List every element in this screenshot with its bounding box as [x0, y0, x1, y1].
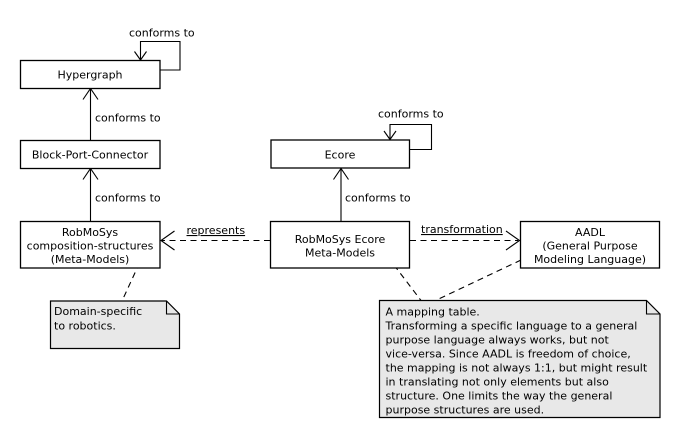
note-connector-mapping-right [435, 259, 522, 301]
note-domain-specific: Domain-specific to robotics. [49, 300, 181, 350]
note-connector-mapping-left [393, 264, 422, 301]
note-mapping-line2: Transforming a specific language to a ge… [385, 319, 638, 332]
node-ecore: Ecore [270, 139, 411, 169]
edge-bpc-to-hypergraph: conforms to [82, 87, 161, 141]
note-mapping-line4: vice-versa. Since AADL is freedom of cho… [386, 347, 631, 360]
note-mapping-line5: the mapping is not always 1:1, but might… [386, 361, 648, 374]
edge-label-transformation: transformation [421, 223, 503, 236]
node-block-port-connector-label: Block-Port-Connector [32, 149, 149, 162]
node-robmosys-composition-line2: composition-structures [27, 239, 154, 252]
node-robmosys-composition-box [19, 220, 161, 269]
note-mapping-line1: A mapping table. [386, 305, 480, 318]
node-ecore-label: Ecore [325, 149, 356, 162]
note-domain-specific-line1: Domain-specific [54, 305, 142, 318]
node-hypergraph-label: Hypergraph [57, 69, 122, 82]
node-aadl: AADL (General Purpose Modeling Language) [519, 220, 661, 269]
note-connector-domain [121, 262, 140, 302]
arrowhead-left-icon [160, 230, 175, 251]
node-aadl-line2: (General Purpose [542, 239, 638, 252]
note-fold-icon [165, 301, 180, 315]
node-robmosys-ecore: RobMoSys Ecore Meta-Models [269, 220, 411, 269]
edge-comp-to-bpc: conforms to [82, 167, 161, 222]
edge-label-conforms-to: conforms to [95, 112, 161, 125]
node-robmosys-ecore-line1: RobMoSys Ecore [295, 233, 386, 246]
edge-hypergraph-self-line [139, 40, 181, 71]
node-hypergraph: Hypergraph [19, 59, 161, 90]
arrowhead-right-icon [505, 230, 521, 251]
edge-hypergraph-self: conforms to [129, 27, 195, 71]
note-mapping-table-shape [378, 299, 661, 419]
note-mapping-line7: structure. One limits the way the genera… [386, 389, 613, 402]
edge-label-represents: represents [187, 224, 246, 237]
edge-rme-to-ecore: conforms to [333, 167, 411, 222]
node-ecore-box [270, 139, 411, 169]
node-robmosys-composition: RobMoSys composition-structures (Meta-Mo… [19, 220, 161, 269]
node-robmosys-ecore-box [269, 220, 411, 269]
edge-label-conforms-to: conforms to [345, 192, 411, 205]
node-hypergraph-box [19, 59, 161, 90]
node-robmosys-composition-line3: (Meta-Models) [51, 253, 130, 266]
note-mapping-table: A mapping table. Transforming a specific… [378, 299, 661, 419]
node-block-port-connector: Block-Port-Connector [19, 139, 161, 170]
edge-ecore-self-line [389, 123, 433, 151]
node-aadl-line3: Modeling Language) [534, 253, 646, 266]
note-mapping-line6: in translating not only elements but als… [386, 375, 610, 388]
note-mapping-line3: purpose language always works, but not [386, 333, 610, 346]
node-robmosys-ecore-line2: Meta-Models [305, 246, 375, 259]
node-aadl-box [519, 220, 661, 269]
edge-label-conforms-to: conforms to [129, 27, 195, 40]
edge-label-conforms-to: conforms to [378, 108, 444, 121]
note-fold-icon [645, 300, 660, 315]
edge-represents: represents [160, 224, 270, 251]
node-robmosys-composition-line1: RobMoSys [62, 226, 119, 239]
edge-label-conforms-to: conforms to [95, 192, 161, 205]
node-aadl-line1: AADL [575, 226, 606, 239]
node-block-port-connector-box [19, 139, 161, 170]
note-domain-specific-line2: to robotics. [54, 319, 116, 332]
edge-transformation: transformation [410, 223, 521, 251]
note-domain-specific-shape [49, 300, 181, 350]
note-mapping-line8: purpose structures are used. [386, 403, 545, 416]
